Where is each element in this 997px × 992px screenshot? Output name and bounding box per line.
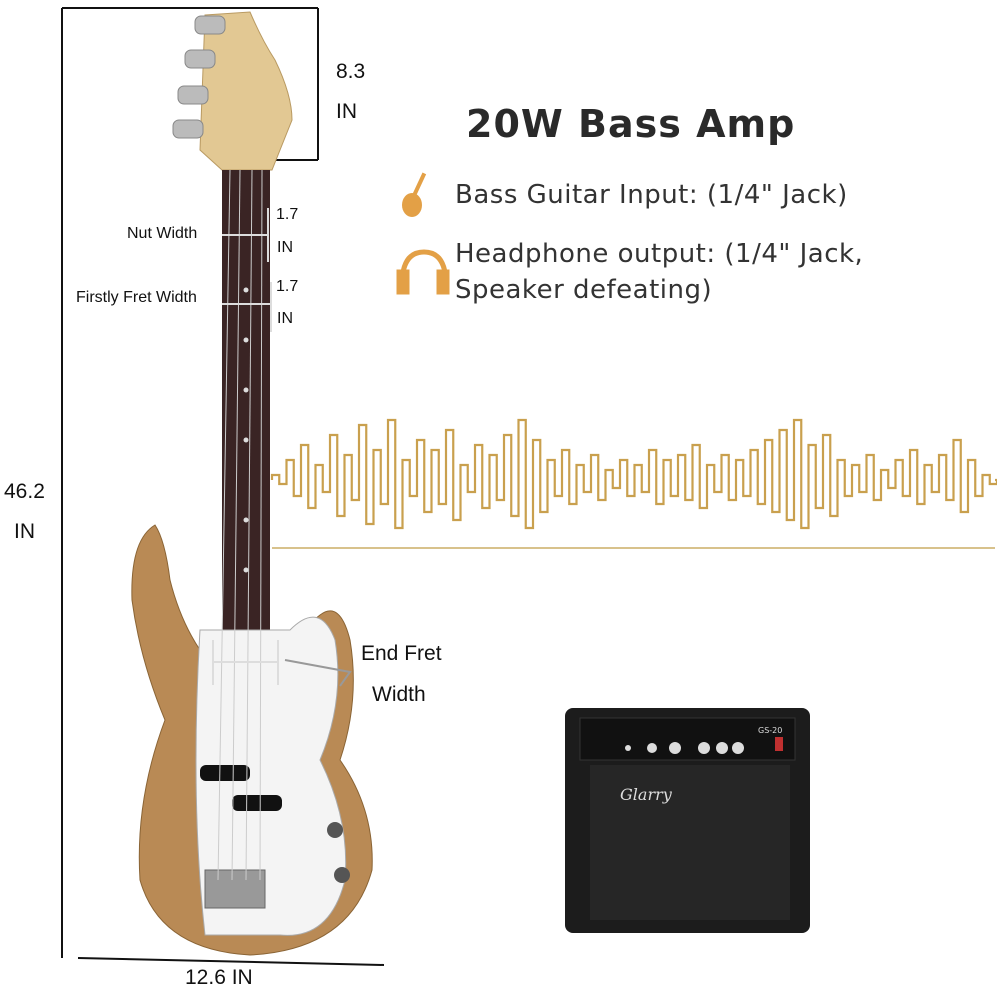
body-width-label: 12.6 IN xyxy=(185,966,253,989)
end-fret-width-label-1: End Fret xyxy=(361,642,442,665)
nut-width-label: Nut Width xyxy=(127,225,198,242)
nut-width-value: 1.7 xyxy=(276,206,299,223)
headphones-icon xyxy=(396,249,450,295)
end-fret-width-label-2: Width xyxy=(372,683,426,706)
feature-headphone-line2: Speaker defeating) xyxy=(455,275,713,305)
feature-headphone-line1: Headphone output: (1/4" Jack, xyxy=(455,239,864,269)
feature-input: Bass Guitar Input: (1/4" Jack) xyxy=(455,180,848,210)
dimension-lines xyxy=(61,7,385,966)
headstock-length-value: 8.3 xyxy=(336,60,366,83)
first-fret-width-unit: IN xyxy=(277,310,293,327)
amplifier-image: Glarry GS-20 xyxy=(565,708,810,933)
first-fret-width-label: Firstly Fret Width xyxy=(76,289,197,306)
width-markers xyxy=(212,208,352,687)
total-length-unit: IN xyxy=(14,520,35,543)
nut-width-unit: IN xyxy=(277,239,293,256)
bass-guitar-image xyxy=(131,11,373,956)
first-fret-width-value: 1.7 xyxy=(276,278,299,295)
svg-text:Glarry: Glarry xyxy=(620,785,673,804)
svg-text:GS-20: GS-20 xyxy=(758,726,782,735)
guitar-icon xyxy=(402,172,427,217)
total-length-value: 46.2 xyxy=(4,480,45,503)
waveform-decoration xyxy=(270,418,997,549)
headstock-length-unit: IN xyxy=(336,100,357,123)
amp-title: 20W Bass Amp xyxy=(466,102,796,146)
